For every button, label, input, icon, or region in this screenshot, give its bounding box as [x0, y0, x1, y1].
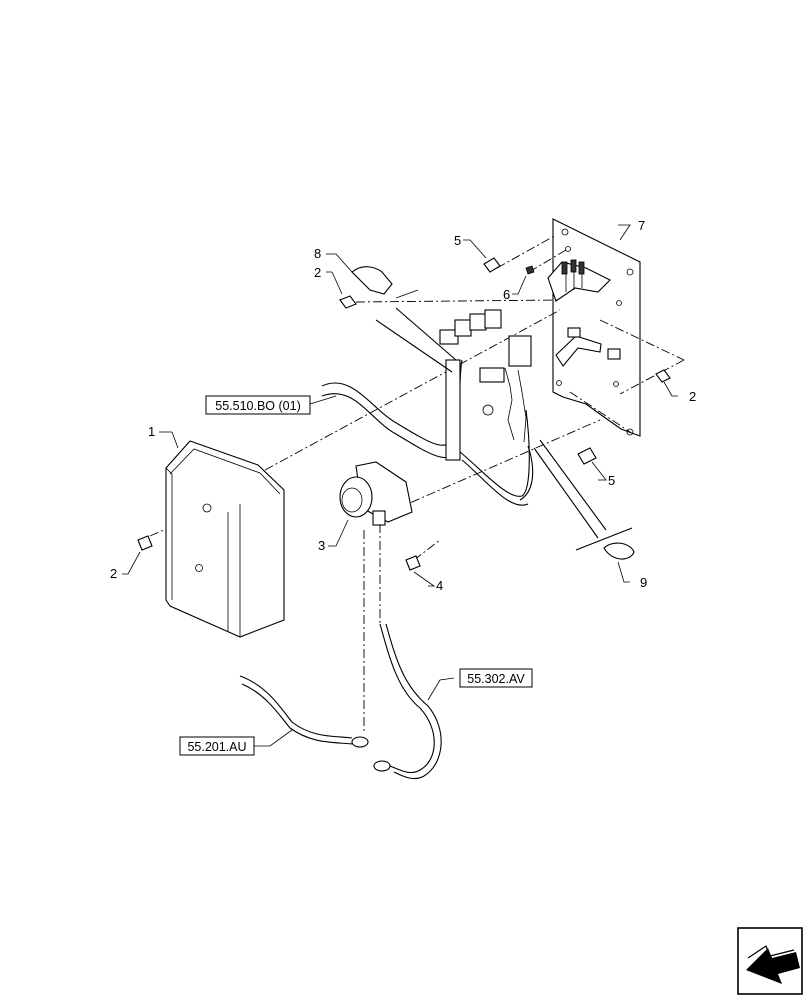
- callout-2-right: 2: [689, 389, 696, 404]
- callout-5-top: 5: [454, 233, 461, 248]
- reference-cable-right: 55.302.AV: [459, 668, 533, 688]
- leader-lines: [122, 224, 678, 747]
- bolt-2-left: [137, 535, 153, 551]
- bolt-5-top: [483, 257, 501, 273]
- arrow-navigation-icon[interactable]: [737, 927, 803, 995]
- strap-9: [603, 542, 635, 560]
- reference-cable-left-label: 55.201.AU: [187, 740, 246, 754]
- bolt-5-bottom: [577, 447, 597, 465]
- wire-harness: [321, 309, 534, 506]
- callout-1: 1: [148, 424, 155, 439]
- reference-cable-right-label: 55.302.AV: [467, 672, 525, 686]
- screw-6: [525, 265, 535, 275]
- callouts: 1 2 2 2 3 4 5 5 6 7 8 9: [110, 218, 696, 593]
- reference-harness-label: 55.510.BO (01): [215, 399, 300, 413]
- callout-4: 4: [436, 578, 443, 593]
- bolt-2-bracket: [339, 295, 357, 309]
- callout-9: 9: [640, 575, 647, 590]
- bolt-2-right: [655, 369, 671, 383]
- callout-7: 7: [638, 218, 645, 233]
- callout-3: 3: [318, 538, 325, 553]
- callout-8: 8: [314, 246, 321, 261]
- callout-5-bottom: 5: [608, 473, 615, 488]
- clip-8: [351, 266, 393, 295]
- mounting-plate: [547, 218, 641, 437]
- cover: [165, 440, 285, 638]
- battery-cables: [239, 623, 442, 780]
- reference-harness: 55.510.BO (01): [205, 395, 311, 415]
- bolt-4: [405, 555, 421, 571]
- callout-2-left: 2: [110, 566, 117, 581]
- relay: [339, 461, 413, 526]
- reference-cable-left: 55.201.AU: [179, 736, 255, 756]
- callout-2-bracket: 2: [314, 265, 321, 280]
- callout-6: 6: [503, 287, 510, 302]
